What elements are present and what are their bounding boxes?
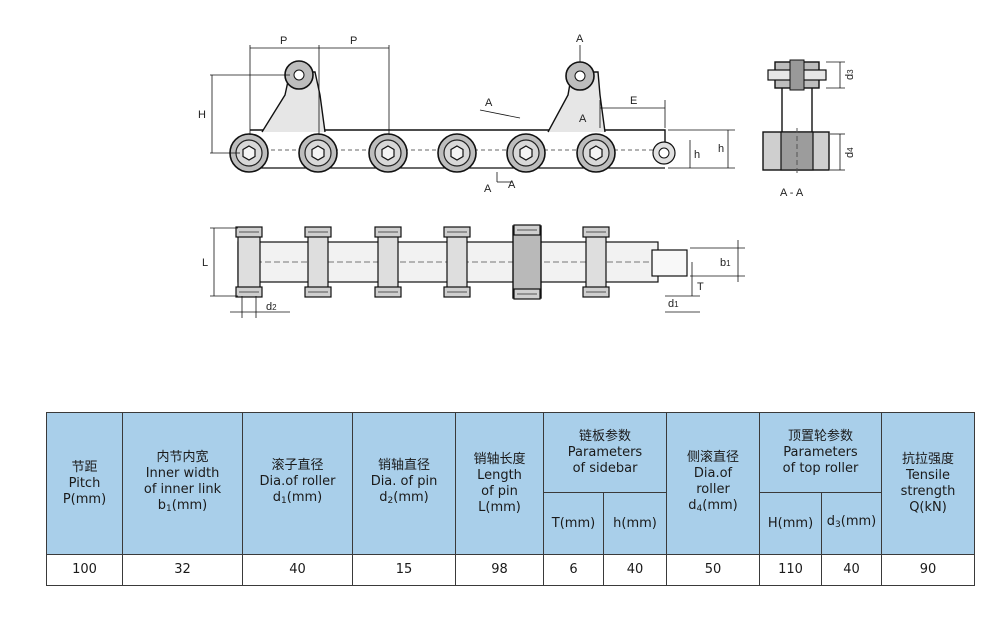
cell-top-H: 110 bbox=[759, 554, 823, 586]
header-top-roller-params: 顶置轮参数 Parameters of top roller bbox=[759, 412, 883, 493]
header-inner-width: 内节内宽 Inner width of inner link b1(mm) bbox=[122, 412, 243, 555]
cell-roller-diameter: 40 bbox=[242, 554, 353, 586]
header-top-d3: d3(mm) bbox=[821, 492, 883, 555]
T-label: T bbox=[697, 281, 704, 293]
section-view-label: A - A bbox=[780, 187, 804, 199]
section-a-top: A bbox=[576, 33, 584, 45]
header-side-roller-diameter: 侧滚直径 Dia.of roller d4(mm) bbox=[666, 412, 761, 555]
section-a-mid: A bbox=[485, 97, 493, 109]
cell-pin-length: 98 bbox=[455, 554, 544, 586]
section-view-a-a: d3 d4 A - A bbox=[762, 59, 856, 199]
header-pitch: 节距 Pitch P(mm) bbox=[46, 412, 123, 555]
cell-pitch: 100 bbox=[46, 554, 123, 586]
d4-label: d4 bbox=[844, 147, 856, 158]
d1-label: d1 bbox=[668, 298, 679, 310]
h-side-label: h bbox=[718, 143, 724, 155]
L-label: L bbox=[202, 257, 208, 269]
d3-label: d3 bbox=[844, 69, 856, 80]
chain-technical-drawing: P P H A A A A A E h h bbox=[198, 33, 856, 318]
cell-sidebar-T: 6 bbox=[543, 554, 604, 586]
spec-table: 节距 Pitch P(mm) 内节内宽 Inner width of inner… bbox=[46, 412, 976, 586]
header-pin-diameter: 销轴直径 Dia. of pin d2(mm) bbox=[352, 412, 456, 555]
header-sidebar-params: 链板参数 Parameters of sidebar bbox=[542, 412, 668, 493]
cell-tensile-strength: 90 bbox=[881, 554, 976, 586]
top-view: L d2 b1 T d1 bbox=[202, 224, 745, 318]
section-a-side: A bbox=[579, 113, 587, 125]
header-top-H: H(mm) bbox=[759, 492, 823, 555]
pitch-label-2: P bbox=[350, 35, 357, 47]
cell-top-d3: 40 bbox=[821, 554, 883, 586]
header-roller-diameter: 滚子直径 Dia.of roller d1(mm) bbox=[242, 412, 353, 555]
height-H-label: H bbox=[198, 109, 206, 121]
side-view: P P H A A A A A E h h bbox=[198, 33, 735, 195]
header-sidebar-T: T(mm) bbox=[543, 492, 604, 555]
section-a-bottom2: A bbox=[508, 179, 516, 191]
d2-label: d2 bbox=[266, 301, 277, 313]
b1-label: b1 bbox=[720, 257, 731, 269]
length-E-label: E bbox=[630, 95, 637, 107]
cell-inner-width: 32 bbox=[122, 554, 243, 586]
pitch-label-1: P bbox=[280, 35, 287, 47]
table-row: 100 32 40 15 98 6 40 50 110 40 90 bbox=[46, 554, 976, 586]
header-tensile-strength: 抗拉强度 Tensile strength Q(kN) bbox=[881, 412, 976, 555]
cell-sidebar-h: 40 bbox=[602, 554, 668, 586]
cell-side-roller-diameter: 50 bbox=[666, 554, 761, 586]
cell-pin-diameter: 15 bbox=[352, 554, 456, 586]
section-a-bottom: A bbox=[484, 183, 492, 195]
h-main-label: h bbox=[694, 149, 700, 161]
header-sidebar-h: h(mm) bbox=[602, 492, 668, 555]
header-pin-length: 销轴长度 Length of pin L(mm) bbox=[455, 412, 544, 555]
